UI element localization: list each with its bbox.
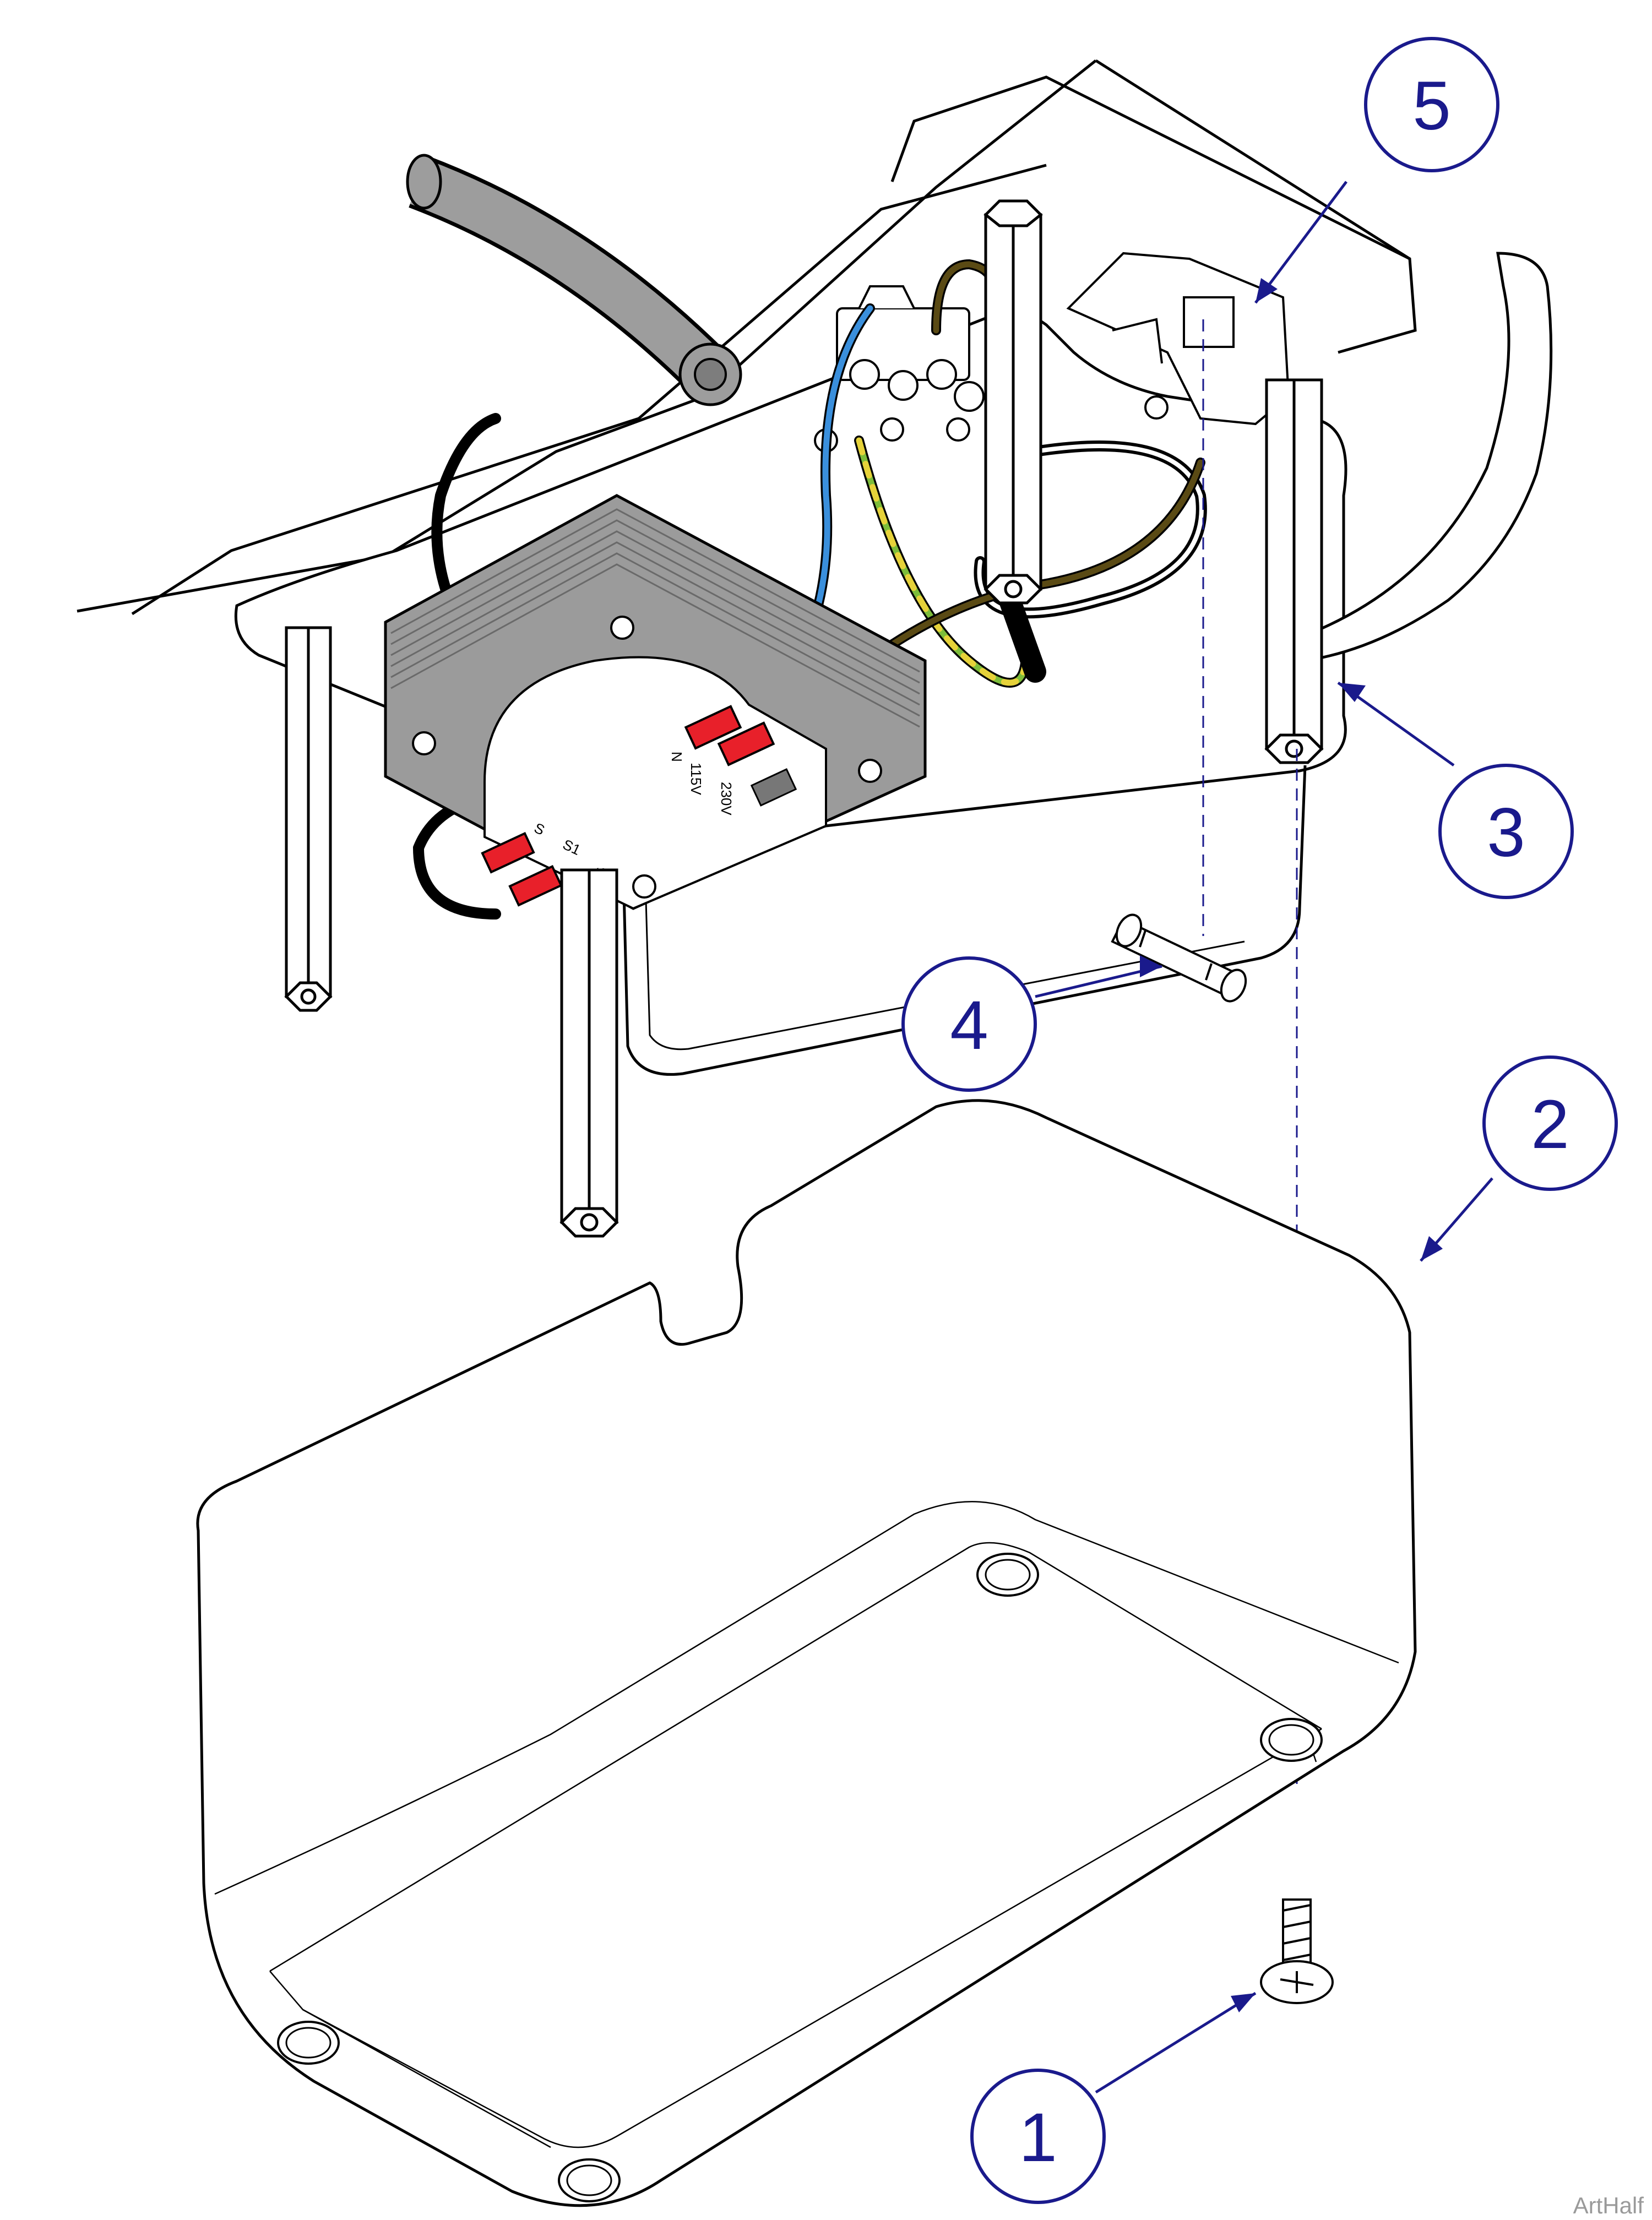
fuse (1111, 913, 1247, 1003)
watermark: ArtHalf (1573, 2192, 1644, 2218)
callout-4: 4 (901, 955, 1162, 1092)
callout-1-number: 1 (1019, 2099, 1057, 2176)
label-230v: 230V (718, 782, 735, 815)
callout-3-number: 3 (1487, 795, 1525, 871)
red-connectors (481, 705, 775, 907)
standoff-center (983, 199, 1043, 605)
callout-1: 1 (970, 1992, 1257, 2204)
label-n: N (669, 752, 685, 762)
housing-body (77, 59, 1417, 616)
terminal-block (814, 285, 985, 453)
heat-shrink-sleeve (997, 584, 1046, 683)
callout-5-number: 5 (1412, 68, 1451, 144)
screw (1260, 1898, 1334, 2004)
callout-5: 5 (1254, 37, 1499, 304)
transformer (384, 494, 927, 910)
cable-bracket (1303, 252, 1553, 663)
ground-wire (854, 436, 1031, 688)
cover-screw-holes (277, 1553, 1323, 2202)
standoff-right (1264, 378, 1324, 764)
standoff-front (559, 868, 619, 1238)
fuse-holder (1066, 252, 1290, 426)
callout-4-number: 4 (950, 987, 988, 1064)
cover (196, 1099, 1417, 2207)
callout-3: 3 (1337, 681, 1574, 899)
callout-2-number: 2 (1531, 1086, 1569, 1163)
power-cord (406, 154, 742, 406)
label-115v: 115V (688, 763, 704, 795)
standoff-left (284, 626, 333, 1012)
callout-2: 2 (1420, 1055, 1618, 1262)
